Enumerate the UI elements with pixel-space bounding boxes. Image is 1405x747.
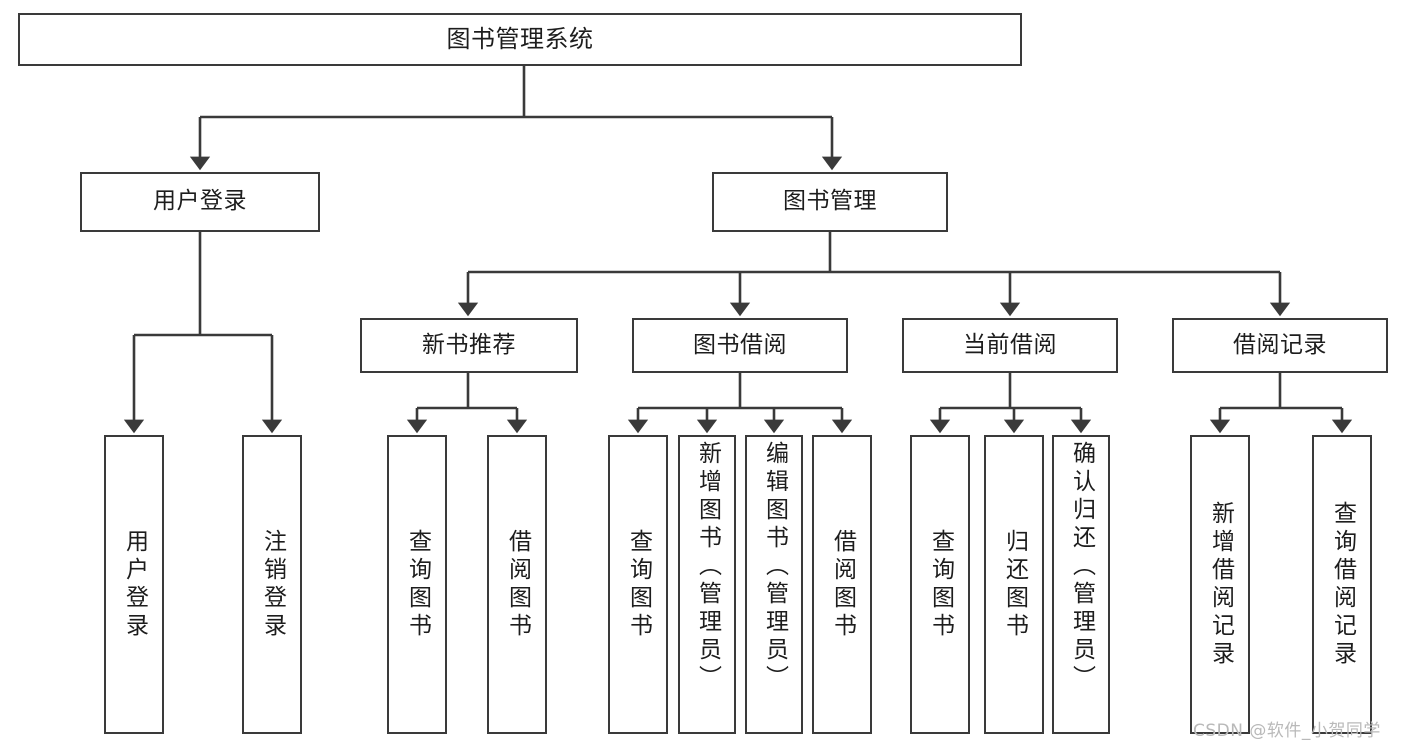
node-new-book-recommend-label: 新书推荐	[422, 331, 516, 358]
node-leaf-add-book-admin-label: 新增图书（管理员）	[694, 441, 721, 693]
node-root[interactable]: 图书管理系统	[18, 13, 1022, 66]
node-borrow-record[interactable]: 借阅记录	[1172, 318, 1388, 373]
node-borrow-record-label: 借阅记录	[1233, 331, 1327, 358]
node-leaf-query-book-2[interactable]: 查询图书	[608, 435, 668, 734]
node-book-borrow-label: 图书借阅	[693, 331, 787, 358]
node-leaf-borrow-book-1-label: 借阅图书	[504, 528, 531, 641]
node-leaf-add-borrow-record-label: 新增借阅记录	[1207, 500, 1234, 669]
node-leaf-add-borrow-record[interactable]: 新增借阅记录	[1190, 435, 1250, 734]
node-leaf-borrow-book-2-label: 借阅图书	[829, 528, 856, 641]
node-book-borrow[interactable]: 图书借阅	[632, 318, 848, 373]
node-leaf-edit-book-admin[interactable]: 编辑图书（管理员）	[745, 435, 803, 734]
csdn-watermark: CSDN @软件_小贺同学	[1193, 721, 1381, 741]
node-leaf-query-book-1[interactable]: 查询图书	[387, 435, 447, 734]
node-leaf-user-login[interactable]: 用户登录	[104, 435, 164, 734]
node-user-login[interactable]: 用户登录	[80, 172, 320, 232]
node-leaf-borrow-book-1[interactable]: 借阅图书	[487, 435, 547, 734]
node-leaf-query-book-2-label: 查询图书	[625, 528, 652, 641]
node-leaf-return-book-label: 归还图书	[1001, 528, 1028, 641]
node-leaf-confirm-return-admin[interactable]: 确认归还（管理员）	[1052, 435, 1110, 734]
node-leaf-borrow-book-2[interactable]: 借阅图书	[812, 435, 872, 734]
node-leaf-query-borrow-record[interactable]: 查询借阅记录	[1312, 435, 1372, 734]
node-leaf-query-book-3[interactable]: 查询图书	[910, 435, 970, 734]
node-user-login-label: 用户登录	[153, 188, 247, 215]
node-root-label: 图书管理系统	[446, 25, 594, 54]
node-leaf-edit-book-admin-label: 编辑图书（管理员）	[761, 441, 788, 693]
node-leaf-logout-label: 注销登录	[259, 528, 286, 641]
node-current-borrow[interactable]: 当前借阅	[902, 318, 1118, 373]
node-book-management[interactable]: 图书管理	[712, 172, 948, 232]
node-leaf-add-book-admin[interactable]: 新增图书（管理员）	[678, 435, 736, 734]
node-leaf-confirm-return-admin-label: 确认归还（管理员）	[1068, 441, 1095, 693]
node-new-book-recommend[interactable]: 新书推荐	[360, 318, 578, 373]
node-current-borrow-label: 当前借阅	[963, 331, 1057, 358]
node-leaf-user-login-label: 用户登录	[121, 528, 148, 641]
node-book-management-label: 图书管理	[783, 188, 877, 215]
node-leaf-query-book-3-label: 查询图书	[927, 528, 954, 641]
node-leaf-return-book[interactable]: 归还图书	[984, 435, 1044, 734]
node-leaf-query-borrow-record-label: 查询借阅记录	[1329, 500, 1356, 669]
node-leaf-logout[interactable]: 注销登录	[242, 435, 302, 734]
node-leaf-query-book-1-label: 查询图书	[404, 528, 431, 641]
